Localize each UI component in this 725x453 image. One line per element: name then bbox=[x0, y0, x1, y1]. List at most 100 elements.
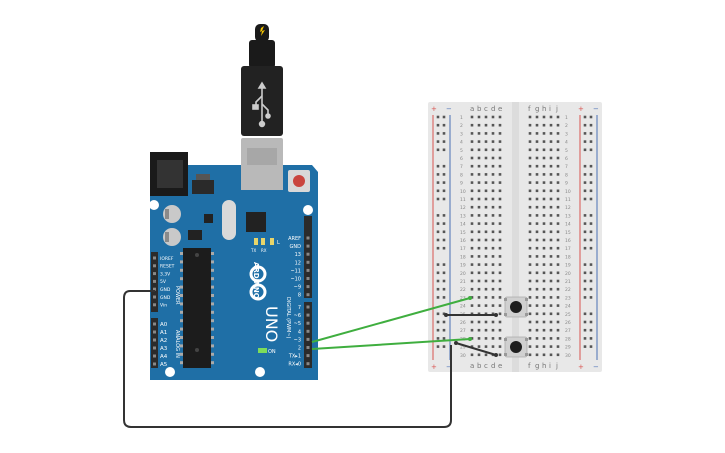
breadboard-hole[interactable] bbox=[535, 132, 539, 135]
breadboard-hole[interactable] bbox=[484, 123, 488, 127]
breadboard-hole[interactable] bbox=[470, 181, 474, 184]
analog-pin[interactable] bbox=[153, 322, 156, 326]
breadboard-hole[interactable] bbox=[470, 123, 474, 127]
breadboard-hole[interactable] bbox=[470, 328, 474, 332]
rail-hole[interactable] bbox=[442, 246, 446, 250]
breadboard-hole[interactable] bbox=[542, 353, 546, 357]
breadboard-hole[interactable] bbox=[484, 238, 488, 242]
breadboard-hole[interactable] bbox=[556, 148, 560, 152]
breadboard-hole[interactable] bbox=[528, 230, 532, 234]
digital-pin[interactable] bbox=[306, 329, 310, 333]
breadboard-hole[interactable] bbox=[556, 312, 560, 316]
breadboard-hole[interactable] bbox=[484, 205, 488, 209]
breadboard-hole[interactable] bbox=[528, 238, 532, 242]
breadboard-hole[interactable] bbox=[477, 140, 481, 143]
breadboard-hole[interactable] bbox=[498, 345, 502, 348]
breadboard-hole[interactable] bbox=[470, 345, 474, 348]
breadboard-hole[interactable] bbox=[498, 246, 502, 250]
rail-hole[interactable] bbox=[589, 320, 593, 324]
rail-hole[interactable] bbox=[589, 345, 593, 348]
breadboard-hole[interactable] bbox=[556, 132, 560, 135]
breadboard-hole[interactable] bbox=[542, 197, 546, 201]
rail-hole[interactable] bbox=[583, 238, 587, 242]
breadboard-hole[interactable] bbox=[498, 320, 502, 324]
breadboard-hole[interactable] bbox=[542, 328, 546, 332]
breadboard-hole[interactable] bbox=[477, 173, 481, 176]
breadboard-hole[interactable] bbox=[549, 123, 553, 127]
breadboard-hole[interactable] bbox=[498, 148, 502, 152]
rail-hole[interactable] bbox=[589, 123, 593, 127]
breadboard-hole[interactable] bbox=[549, 255, 553, 258]
rail-hole[interactable] bbox=[583, 214, 587, 217]
breadboard-hole[interactable] bbox=[556, 222, 560, 225]
rail-hole[interactable] bbox=[442, 173, 446, 176]
breadboard-hole[interactable] bbox=[549, 148, 553, 152]
rail-hole[interactable] bbox=[442, 287, 446, 291]
breadboard-hole[interactable] bbox=[470, 205, 474, 209]
breadboard-hole[interactable] bbox=[491, 173, 495, 176]
rail-hole[interactable] bbox=[436, 148, 440, 152]
breadboard-hole[interactable] bbox=[484, 189, 488, 193]
breadboard-hole[interactable] bbox=[542, 173, 546, 176]
breadboard-hole[interactable] bbox=[535, 296, 539, 299]
rail-hole[interactable] bbox=[583, 312, 587, 316]
rail-hole[interactable] bbox=[583, 263, 587, 266]
rail-hole[interactable] bbox=[442, 140, 446, 143]
breadboard-hole[interactable] bbox=[477, 156, 481, 160]
rail-hole[interactable] bbox=[583, 164, 587, 168]
breadboard-hole[interactable] bbox=[491, 312, 495, 316]
rail-hole[interactable] bbox=[436, 222, 440, 225]
breadboard-hole[interactable] bbox=[528, 255, 532, 258]
rail-hole[interactable] bbox=[442, 263, 446, 266]
breadboard-hole[interactable] bbox=[491, 287, 495, 291]
breadboard-hole[interactable] bbox=[535, 222, 539, 225]
breadboard-hole[interactable] bbox=[477, 287, 481, 291]
breadboard-hole[interactable] bbox=[556, 337, 560, 340]
breadboard-hole[interactable] bbox=[528, 353, 532, 357]
rail-hole[interactable] bbox=[589, 271, 593, 275]
breadboard-hole[interactable] bbox=[470, 156, 474, 160]
breadboard-hole[interactable] bbox=[470, 189, 474, 193]
breadboard-hole[interactable] bbox=[498, 337, 502, 340]
breadboard-hole[interactable] bbox=[535, 156, 539, 160]
rail-hole[interactable] bbox=[589, 246, 593, 250]
breadboard-hole[interactable] bbox=[484, 181, 488, 184]
analog-pin[interactable] bbox=[153, 346, 156, 350]
power-pin[interactable] bbox=[153, 279, 156, 283]
breadboard-hole[interactable] bbox=[556, 328, 560, 332]
rail-hole[interactable] bbox=[442, 123, 446, 127]
breadboard-hole[interactable] bbox=[549, 173, 553, 176]
breadboard-hole[interactable] bbox=[535, 230, 539, 234]
power-pin[interactable] bbox=[153, 264, 156, 268]
breadboard-hole[interactable] bbox=[470, 279, 474, 283]
breadboard-hole[interactable] bbox=[535, 287, 539, 291]
rail-hole[interactable] bbox=[583, 148, 587, 152]
breadboard-hole[interactable] bbox=[535, 123, 539, 127]
breadboard-hole[interactable] bbox=[491, 148, 495, 152]
breadboard-hole[interactable] bbox=[556, 115, 560, 119]
breadboard-hole[interactable] bbox=[528, 132, 532, 135]
breadboard-hole[interactable] bbox=[477, 189, 481, 193]
rail-hole[interactable] bbox=[442, 279, 446, 283]
breadboard-hole[interactable] bbox=[498, 140, 502, 143]
breadboard-hole[interactable] bbox=[556, 279, 560, 283]
digital-pin[interactable] bbox=[306, 354, 310, 358]
rail-hole[interactable] bbox=[436, 246, 440, 250]
breadboard-hole[interactable] bbox=[528, 312, 532, 316]
breadboard-hole[interactable] bbox=[491, 132, 495, 135]
digital-pin[interactable] bbox=[306, 285, 310, 289]
breadboard-hole[interactable] bbox=[549, 132, 553, 135]
breadboard-hole[interactable] bbox=[498, 287, 502, 291]
rail-hole[interactable] bbox=[583, 279, 587, 283]
breadboard-hole[interactable] bbox=[498, 255, 502, 258]
breadboard-hole[interactable] bbox=[556, 197, 560, 201]
rail-hole[interactable] bbox=[442, 230, 446, 234]
breadboard-hole[interactable] bbox=[535, 255, 539, 258]
rail-hole[interactable] bbox=[589, 263, 593, 266]
breadboard-hole[interactable] bbox=[484, 279, 488, 283]
breadboard-hole[interactable] bbox=[549, 353, 553, 357]
breadboard-hole[interactable] bbox=[542, 123, 546, 127]
rail-hole[interactable] bbox=[583, 222, 587, 225]
rail-hole[interactable] bbox=[589, 238, 593, 242]
breadboard-hole[interactable] bbox=[542, 345, 546, 348]
